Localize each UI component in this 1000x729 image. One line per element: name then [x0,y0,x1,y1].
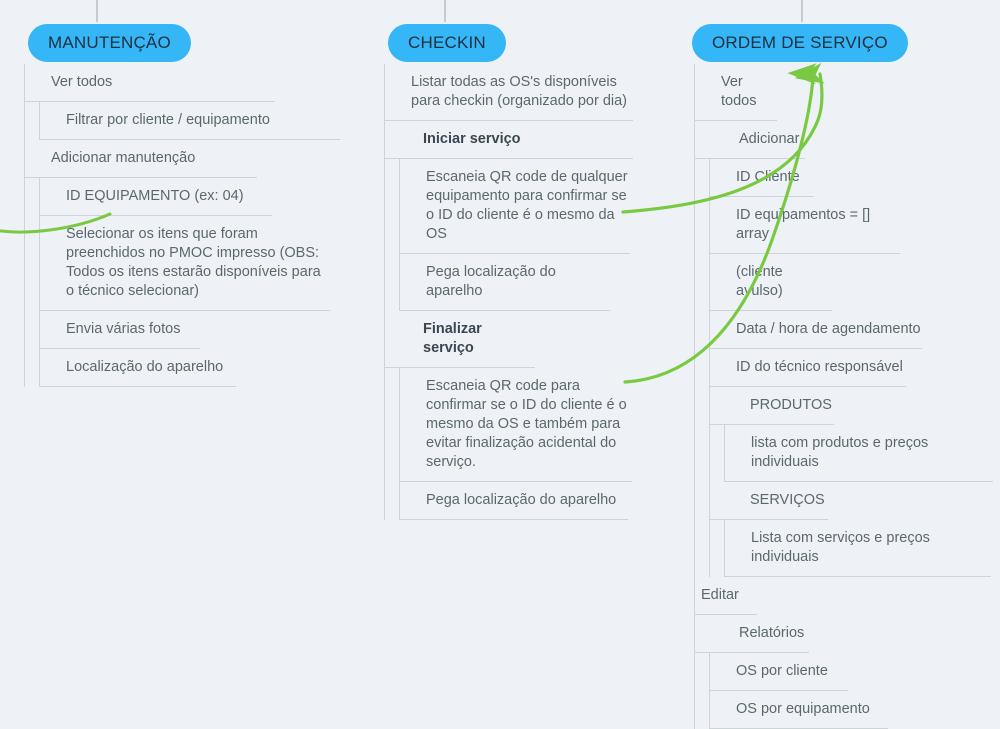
node-escaneia-qr-iniciar[interactable]: Escaneia QR code de qualquer equipamento… [400,159,630,254]
node-pega-localizacao-finalizar[interactable]: Pega localização do aparelho [400,482,628,520]
node-ver-todos[interactable]: Ver todos [25,64,275,102]
tree-checkin: Listar todas as OS's disponíveis para ch… [372,64,662,520]
tree-manutencao: Ver todos Filtrar por cliente / equipame… [0,64,340,387]
node-id-equipamentos-array[interactable]: ID equipamentos = [] array [710,197,900,254]
node-group-adicionar: ID Cliente ID equipamentos = [] array (c… [709,159,1000,577]
node-group-level2-b: ID EQUIPAMENTO (ex: 04) Selecionar os it… [39,178,340,387]
node-group-level1: Listar todas as OS's disponíveis para ch… [384,64,662,520]
node-adicionar[interactable]: Adicionar [695,121,805,159]
branch-title-ordem-de-servico[interactable]: ORDEM DE SERVIÇO [692,24,908,62]
node-envia-varias-fotos[interactable]: Envia várias fotos [40,311,200,349]
node-id-equipamento[interactable]: ID EQUIPAMENTO (ex: 04) [40,178,272,216]
node-id-tecnico-responsavel[interactable]: ID do técnico responsável [710,349,906,387]
node-lista-produtos-precos[interactable]: lista com produtos e preços individuais [725,425,993,482]
node-ver-todos[interactable]: Ver todos [695,64,777,121]
node-produtos[interactable]: PRODUTOS [710,387,834,425]
node-editar[interactable]: Editar [695,577,757,615]
node-group-finalizar: Escaneia QR code para confirmar se o ID … [399,368,662,520]
node-selecionar-itens-pmoc[interactable]: Selecionar os itens que foram preenchido… [40,216,330,311]
node-group-level1: Ver todos Filtrar por cliente / equipame… [24,64,340,387]
node-finalizar-servico[interactable]: Finalizar serviço [385,311,535,368]
node-relatorios[interactable]: Relatórios [695,615,809,653]
root-stub-line [801,0,803,22]
node-escaneia-qr-finalizar[interactable]: Escaneia QR code para confirmar se o ID … [400,368,632,482]
node-id-cliente[interactable]: ID Cliente [710,159,814,197]
root-stub-line [444,0,446,22]
branch-title-checkin[interactable]: CHECKIN [388,24,506,62]
node-group-iniciar: Escaneia QR code de qualquer equipamento… [399,159,662,311]
node-localizacao-aparelho[interactable]: Localização do aparelho [40,349,236,387]
node-group-relatorios: OS por cliente OS por equipamento [709,653,1000,729]
node-filtrar-cliente-equipamento[interactable]: Filtrar por cliente / equipamento [40,102,340,140]
node-os-por-equipamento[interactable]: OS por equipamento [710,691,888,729]
node-adicionar-manutencao[interactable]: Adicionar manutenção [25,140,257,178]
node-listar-os-checkin[interactable]: Listar todas as OS's disponíveis para ch… [385,64,633,121]
node-servicos[interactable]: SERVIÇOS [710,482,828,520]
tree-ordem-de-servico: Ver todos Adicionar ID Cliente ID equipa… [676,64,1000,729]
node-pega-localizacao-iniciar[interactable]: Pega localização do aparelho [400,254,610,311]
node-group-level2-a: Filtrar por cliente / equipamento [39,102,340,140]
node-data-hora-agendamento[interactable]: Data / hora de agendamento [710,311,922,349]
node-group-produtos: lista com produtos e preços individuais [724,425,1000,482]
branch-title-manutencao[interactable]: MANUTENÇÃO [28,24,191,62]
node-lista-servicos-precos[interactable]: Lista com serviços e preços individuais [725,520,991,577]
node-os-por-cliente[interactable]: OS por cliente [710,653,848,691]
node-cliente-avulso[interactable]: (cliente avulso) [710,254,832,311]
node-group-servicos: Lista com serviços e preços individuais [724,520,1000,577]
node-group-level1: Ver todos Adicionar ID Cliente ID equipa… [694,64,1000,729]
node-iniciar-servico[interactable]: Iniciar serviço [385,121,633,159]
root-stub-line [96,0,98,22]
